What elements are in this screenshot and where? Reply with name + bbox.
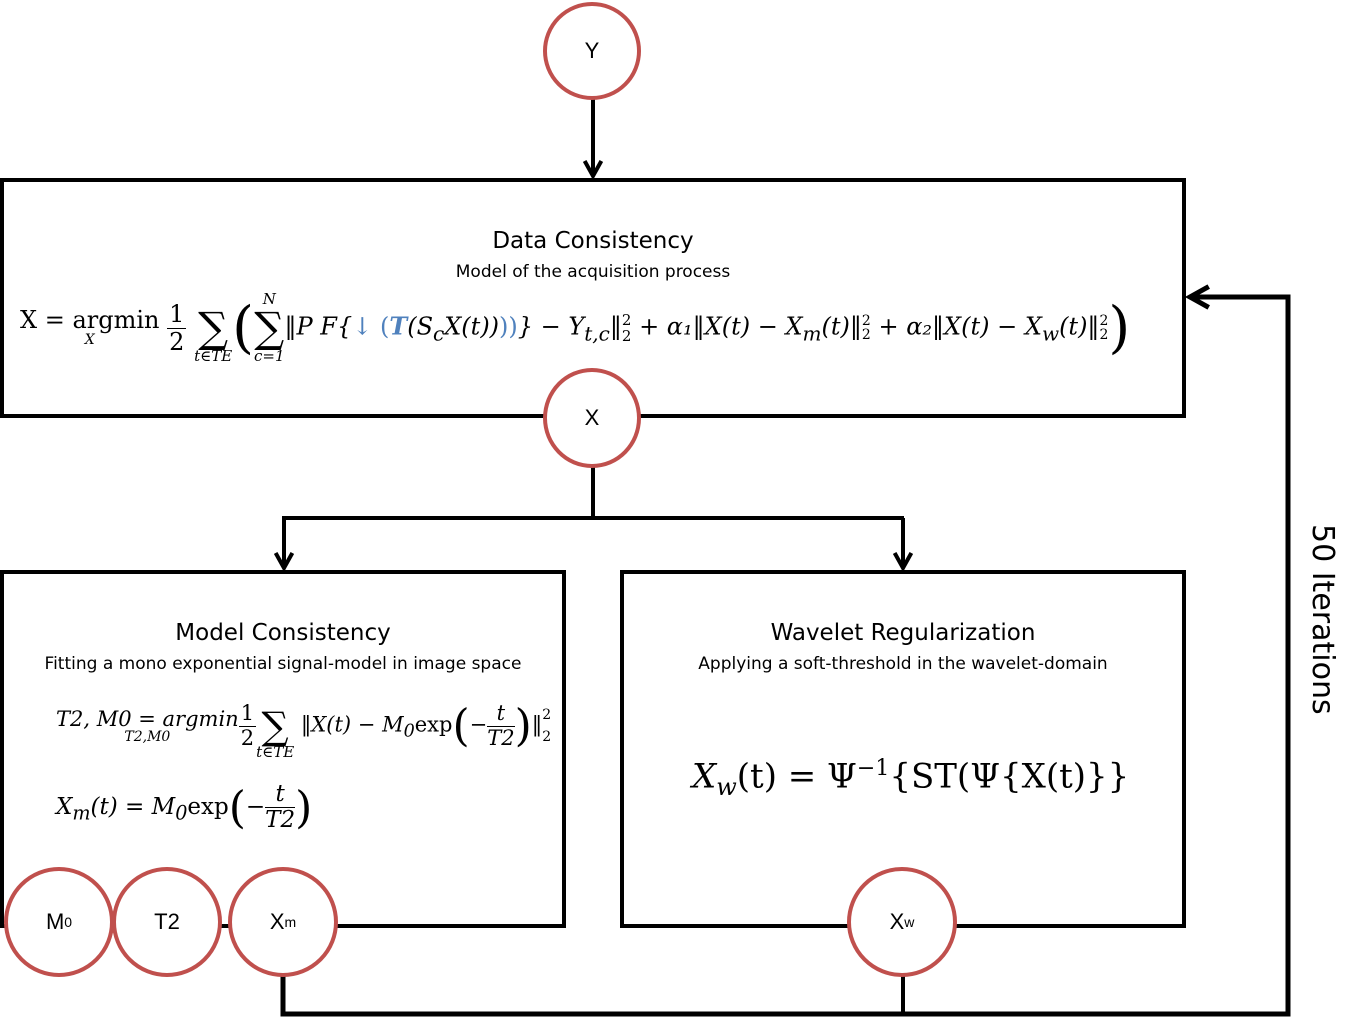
eq-term3-norm-sup: 2 [1099,313,1109,329]
eq-term3-norm-sub: 2 [1099,327,1109,343]
eq1-body-sub: 0 [403,721,415,742]
eq-term1-inner: (S [407,312,434,341]
node-t2-label: T2 [154,909,180,934]
eq1-sum-sub: t∈TE [256,743,295,761]
weq-lhs-rest: (t) = Ψ [736,756,857,797]
eq-downsample-arrow: ↓ ( [352,312,390,341]
node-x: X [543,368,641,468]
eq-outer-sum-sub: t∈TE [194,347,233,365]
model-consistency-subtitle: Fitting a mono exponential signal-model … [44,654,522,674]
feedback-loop-line [280,297,1291,1017]
eq1-norm-sub: 2 [542,729,552,745]
wavelet-regularization-title: Wavelet Regularization [770,620,1036,646]
eq1-frac-den: T2 [487,725,515,750]
eq1-exp: exp [414,712,453,737]
node-xw-label: X [889,909,905,934]
eq-term3-rest: (t)‖ [1059,312,1100,341]
iterations-label: 50 Iterations [1305,524,1340,715]
eq-term1-norm-sup: 2 [621,310,632,329]
eq1-sum: ∑t∈TE [256,704,295,761]
eq2-lhs-sub: m [72,801,91,825]
eq-term1-prefix: ‖P F{ [284,312,353,341]
eq-half-num: 1 [167,300,187,329]
eq-argmin-sub: X [84,332,95,349]
model-consistency-title: Model Consistency [175,620,391,646]
eq-term2: + α₁‖X(t) − X [639,312,803,341]
node-xm-sub: m [284,914,297,930]
eq-term1-suffix: } − Y [517,312,585,341]
eq2-lhs-rest: (t) = M [90,793,176,820]
eq2-frac-den: T2 [265,807,296,834]
eq2-body-sub: 0 [175,801,188,825]
node-x-label: X [584,405,600,430]
eq-term2-rest: (t)‖ [821,312,862,341]
eq-lhs: X = argmin [20,306,160,335]
eq-term3-sub: w [1041,321,1060,346]
wavelet-equation: Xw(t) = Ψ−1{ST(Ψ{X(t)}} [692,756,1129,801]
eq-term1-inner-rest: X(t)) [444,312,500,341]
eq-blue-close: )) [499,312,518,341]
eq-term1-suffix-sub: t,c [584,321,610,346]
eq-inner-sum-sup: N [262,290,276,308]
eq-term2-sub: m [802,321,822,346]
eq1-lhs: T2, M0 = argmin [56,706,239,731]
node-t2: T2 [112,867,222,977]
eq-term3: + α₂‖X(t) − X [878,312,1042,341]
eq2-exp: exp [187,793,229,820]
data-consistency-subtitle: Model of the acquisition process [455,262,731,282]
weq-rhs: {ST(Ψ{X(t)}} [889,756,1130,797]
data-consistency-title: Data Consistency [492,228,694,254]
eq-term1-norm-sub: 2 [621,327,632,345]
node-m0-sub: 0 [64,914,73,930]
eq-inner-sum-sub: c=1 [254,347,285,365]
eq-term2-norm-sup: 2 [861,313,871,329]
eq1-norm-sup: 2 [542,706,552,723]
wavelet-regularization-subtitle: Applying a soft-threshold in the wavelet… [698,654,1108,674]
eq2-frac-num: t [265,781,296,809]
eq1-half-num: 1 [238,701,257,727]
node-xw-sub: w [904,914,915,930]
node-y-label: Y [584,38,600,63]
eq1-argmin-sub: T2,M0 [124,728,171,745]
node-y: Y [543,2,641,100]
node-xm-label: X [269,909,285,934]
weq-lhs-sub: w [716,773,737,802]
eq-outer-sum: ∑t∈TE [194,303,233,365]
eq-transform-T: T [389,311,408,341]
eq2-lhs: X [56,793,73,820]
eq-term1-norm: ‖ [609,312,622,341]
eq1-body: ‖X(t) − M [300,712,404,737]
eq-term2-norm-sub: 2 [861,327,871,343]
weq-sup: −1 [856,756,890,781]
eq1-frac-num: t [487,702,515,727]
weq-lhs: X [692,756,717,797]
eq-term1-inner-sub: c [433,321,445,346]
node-m0-label: M [45,909,65,934]
eq-inner-sum: N∑c=1 [254,290,285,365]
eq1-half-den: 2 [240,725,255,750]
eq-half-den: 2 [169,327,185,356]
